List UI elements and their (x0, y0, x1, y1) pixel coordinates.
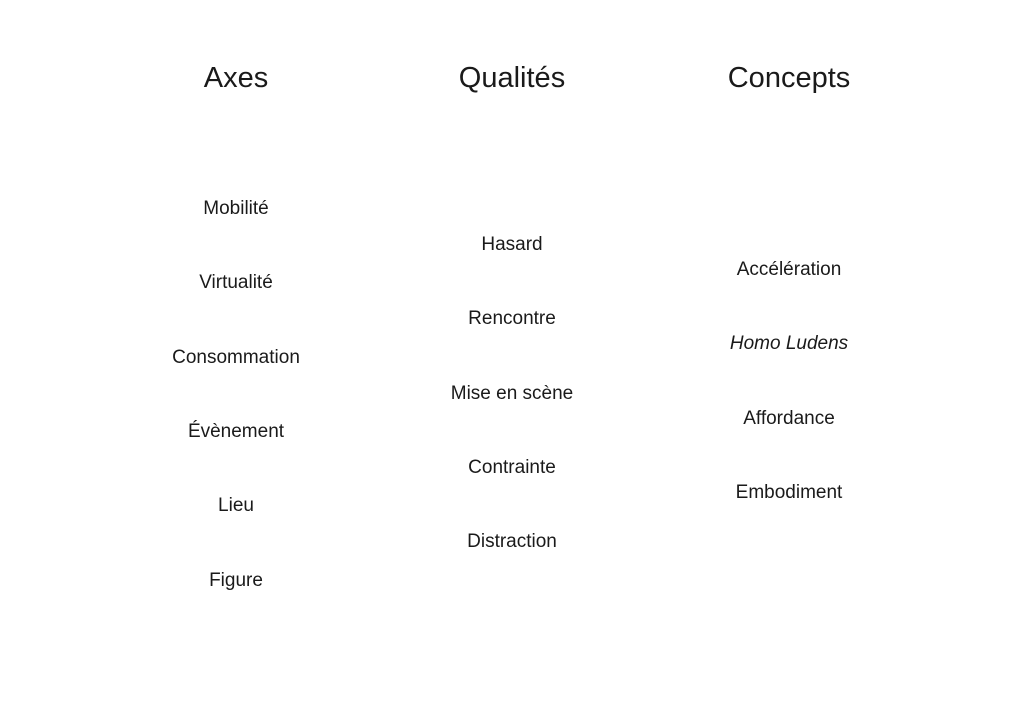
list-item: Distraction (467, 531, 557, 553)
list-item: Embodiment (735, 481, 843, 503)
list-item: Rencontre (468, 308, 556, 330)
list-item: Évènement (187, 420, 285, 442)
list-item: Accélération (736, 259, 842, 280)
list-item: Homo Ludens (729, 333, 849, 355)
list-item: Consommation (172, 346, 300, 368)
list-item: Virtualité (199, 272, 273, 294)
column-heading: Concepts (727, 62, 851, 94)
list-item: Affordance (743, 407, 835, 429)
column-heading: Axes (203, 62, 269, 94)
list-item: Mise en scène (450, 382, 574, 404)
list-item: Lieu (218, 495, 254, 517)
list-item: Hasard (481, 234, 543, 255)
list-item: Contrainte (468, 456, 556, 478)
column-heading: Qualités (458, 62, 566, 94)
list-item: Mobilité (203, 198, 269, 219)
list-item: Figure (209, 569, 263, 591)
